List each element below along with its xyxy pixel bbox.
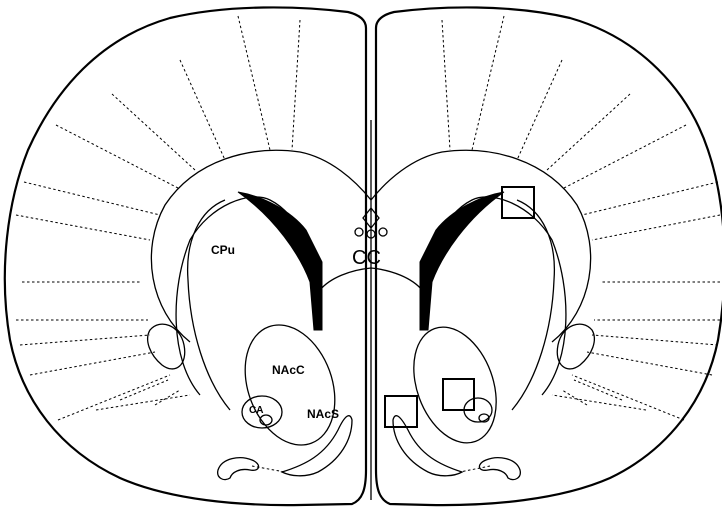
right-bottom-curl <box>479 458 520 480</box>
right-cortex-dashes <box>442 16 720 420</box>
left-ventricle-wedge <box>238 192 322 330</box>
roi-box-nacs <box>385 396 417 427</box>
label-nacs: NAcS <box>307 407 339 421</box>
left-bottom-curve <box>282 416 352 476</box>
right-nacc-outline <box>399 316 511 455</box>
right-bottom-dash <box>460 466 490 472</box>
right-bottom-curve <box>393 416 462 476</box>
right-striatum-boundary <box>512 200 554 410</box>
left-bottom-curl <box>218 458 259 480</box>
roi-box-nacc <box>443 379 474 410</box>
left-striatum-boundary <box>188 200 230 410</box>
label-nacc: NAcC <box>272 363 305 377</box>
left-nacc-outline <box>229 312 350 457</box>
label-ca: CA <box>249 405 263 416</box>
right-ventricle-wedge <box>420 192 504 330</box>
midline-circle-3 <box>379 228 387 236</box>
left-cortex-dashes <box>16 16 300 420</box>
label-cc: CC <box>352 247 381 269</box>
label-cpu: CPu <box>211 243 235 257</box>
midline-circle-1 <box>355 228 363 236</box>
